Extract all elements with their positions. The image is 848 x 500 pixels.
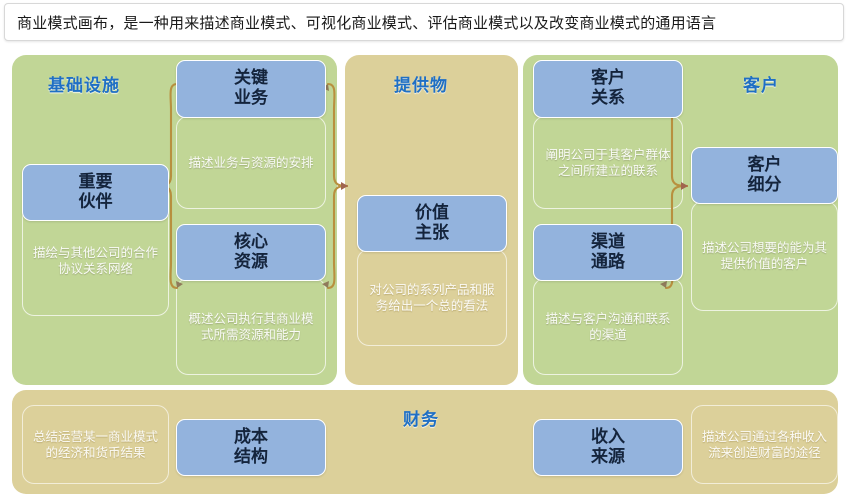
block-value-proposition-line2: 主张 (415, 222, 449, 243)
block-customer-relationships-line1: 客户 (591, 68, 625, 89)
block-customer-segments-line1: 客户 (747, 154, 782, 175)
block-revenue-streams-line2: 来源 (591, 446, 625, 467)
block-customer-relationships-line2: 关系 (591, 88, 625, 108)
block-customer-segments[interactable]: 客户 细分 (691, 147, 838, 204)
block-revenue-streams-line1: 收入 (591, 426, 625, 447)
block-cost-structure[interactable]: 成本 结构 (176, 419, 326, 476)
block-revenue-streams[interactable]: 收入 来源 (533, 419, 683, 476)
business-model-canvas: 基础设施 描绘与其他公司的合作协议关系网络 重要 伙伴 描述业务与资源的安排 关… (0, 46, 848, 500)
block-key-activities[interactable]: 关键 业务 (176, 60, 326, 118)
block-key-resources-line1: 核心 (234, 231, 268, 252)
description-revenue-streams: 描述公司通过各种收入流来创造财富的途径 (691, 405, 838, 484)
panel-title-offering: 提供物 (394, 76, 448, 96)
block-key-partners[interactable]: 重要 伙伴 (22, 164, 169, 221)
block-channels-line2: 通路 (591, 251, 625, 272)
page-title: 商业模式画布，是一种用来描述商业模式、可视化商业模式、评估商业模式以及改变商业模… (17, 13, 717, 32)
block-channels[interactable]: 渠道 通路 (533, 224, 683, 281)
block-key-partners-line2: 伙伴 (78, 191, 113, 212)
block-key-activities-line2: 业务 (234, 88, 268, 108)
description-key-activities: 描述业务与资源的安排 (176, 116, 326, 209)
block-customer-relationships[interactable]: 客户 关系 (533, 60, 683, 118)
panel-title-customer: 客户 (743, 76, 779, 96)
description-key-partners: 描绘与其他公司的合作协议关系网络 (22, 206, 169, 316)
block-customer-segments-line2: 细分 (747, 174, 782, 195)
description-key-resources: 概述公司执行其商业模式所需资源和能力 (176, 278, 326, 375)
title-bar: 商业模式画布，是一种用来描述商业模式、可视化商业模式、评估商业模式以及改变商业模… (4, 3, 844, 41)
block-key-resources-line2: 资源 (234, 251, 268, 272)
panel-title-infrastructure: 基础设施 (48, 76, 120, 96)
block-cost-structure-line1: 成本 (234, 426, 268, 447)
block-key-partners-line1: 重要 (78, 171, 113, 192)
description-customer-segments: 描述公司想要的能为其提供价值的客户 (691, 201, 838, 311)
description-channels: 描述与客户沟通和联系的渠道 (533, 278, 683, 375)
block-key-resources[interactable]: 核心 资源 (176, 224, 326, 281)
panel-title-finance: 财务 (403, 410, 439, 430)
block-value-proposition[interactable]: 价值 主张 (357, 195, 507, 252)
description-customer-relationships: 阐明公司于其客户群体之间所建立的联系 (533, 116, 683, 209)
block-value-proposition-line1: 价值 (415, 202, 449, 223)
description-value-proposition: 对公司的系列产品和服务给出一个总的看法 (357, 249, 507, 346)
description-cost-structure: 总结运营某一商业模式的经济和货币结果 (22, 405, 169, 484)
block-key-activities-line1: 关键 (234, 68, 268, 89)
block-cost-structure-line2: 结构 (234, 446, 268, 467)
block-channels-line1: 渠道 (591, 231, 625, 252)
